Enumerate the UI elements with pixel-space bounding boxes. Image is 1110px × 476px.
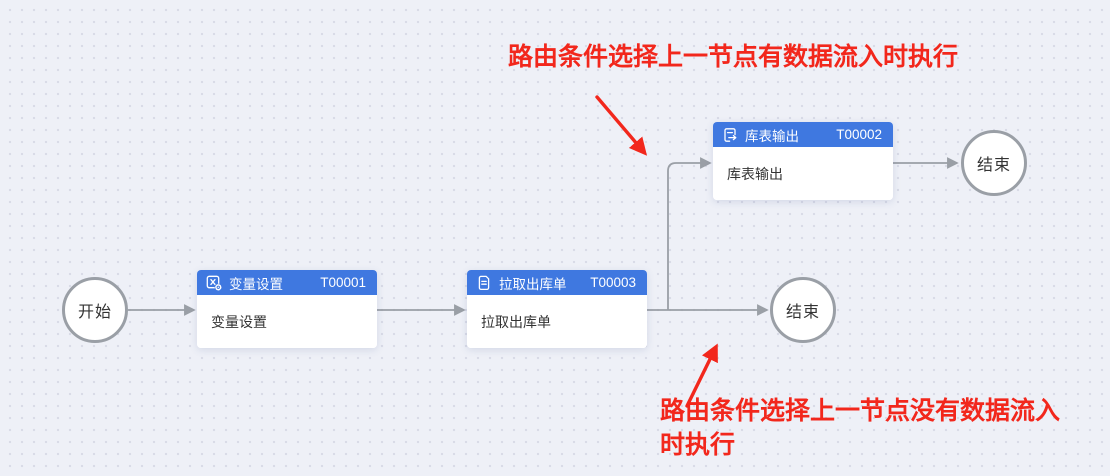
node-title: 拉取出库单 [499,276,567,292]
node-title: 库表输出 [745,128,799,144]
node-header: 拉取出库单 T00003 [467,270,647,295]
node-pull-outbound-order[interactable]: 拉取出库单 T00003 拉取出库单 [467,270,647,348]
node-body-label: 库表输出 [727,165,783,182]
node-header: 变量设置 T00001 [197,270,377,295]
node-body: 拉取出库单 [467,295,647,348]
annotation-no-data-flow: 路由条件选择上一节点没有数据流入 时执行 [660,397,1061,459]
node-title: 变量设置 [229,276,283,292]
end-node-top[interactable]: 结束 [961,130,1027,196]
start-node-label: 开始 [77,304,112,321]
variable-settings-icon [206,275,222,291]
node-code: T00003 [590,275,636,290]
node-code: T00001 [320,275,366,290]
end-node-bottom[interactable]: 结束 [770,277,836,343]
node-body: 库表输出 [713,147,893,200]
table-export-icon [722,127,738,143]
end-node-label: 结束 [976,157,1011,174]
start-node[interactable]: 开始 [62,277,128,343]
node-table-output[interactable]: 库表输出 T00002 库表输出 [713,122,893,200]
node-body-label: 变量设置 [211,313,267,330]
node-code: T00002 [836,127,882,142]
node-body: 变量设置 [197,295,377,348]
edge-pull-to-table-output [667,157,712,310]
document-icon [476,275,492,291]
node-header: 库表输出 T00002 [713,122,893,147]
node-body-label: 拉取出库单 [481,313,551,330]
end-node-label: 结束 [785,304,820,321]
node-variable-settings[interactable]: 变量设置 T00001 变量设置 [197,270,377,348]
annotation-arrow-top [595,95,648,156]
annotation-has-data-flow: 路由条件选择上一节点有数据流入时执行 [508,43,959,71]
